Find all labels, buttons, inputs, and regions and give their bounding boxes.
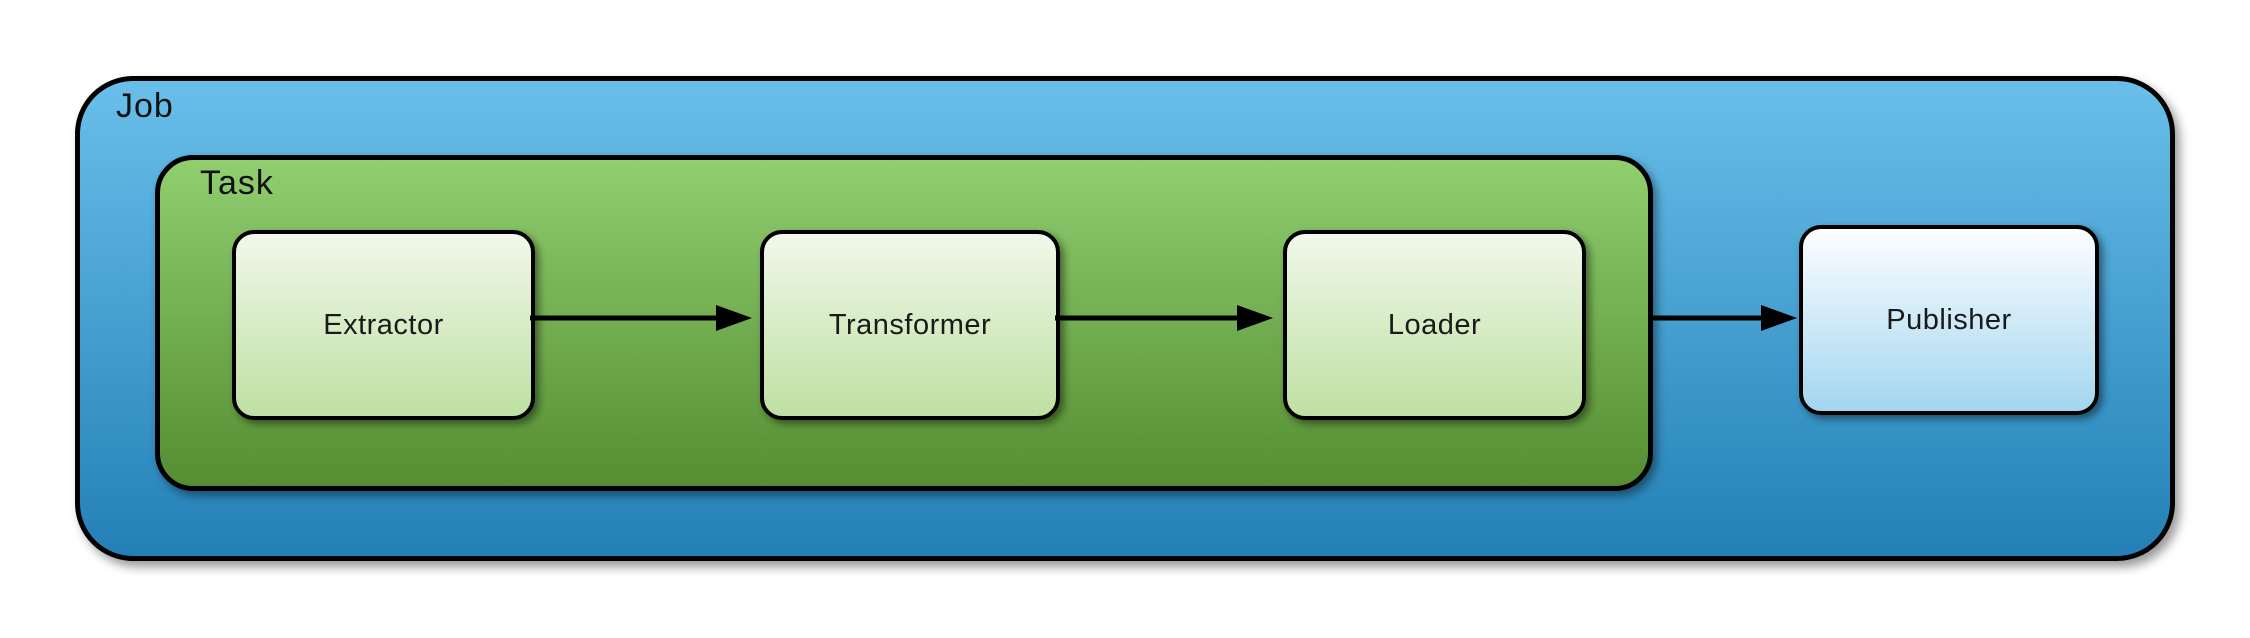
node-loader-label: Loader (1387, 308, 1482, 341)
job-container-label: Job (116, 87, 174, 125)
node-loader: Loader (1283, 230, 1586, 420)
node-publisher-label: Publisher (1886, 303, 2012, 336)
node-transformer-label: Transformer (828, 308, 992, 341)
task-container: Task Extractor Transformer Loader (155, 155, 1653, 491)
job-container: Job Task Extractor Transformer Loader Pu… (75, 76, 2175, 561)
node-extractor-label: Extractor (323, 308, 444, 341)
node-extractor: Extractor (232, 230, 535, 420)
node-publisher: Publisher (1799, 225, 2099, 415)
node-transformer: Transformer (760, 230, 1060, 420)
task-container-label: Task (200, 164, 274, 202)
